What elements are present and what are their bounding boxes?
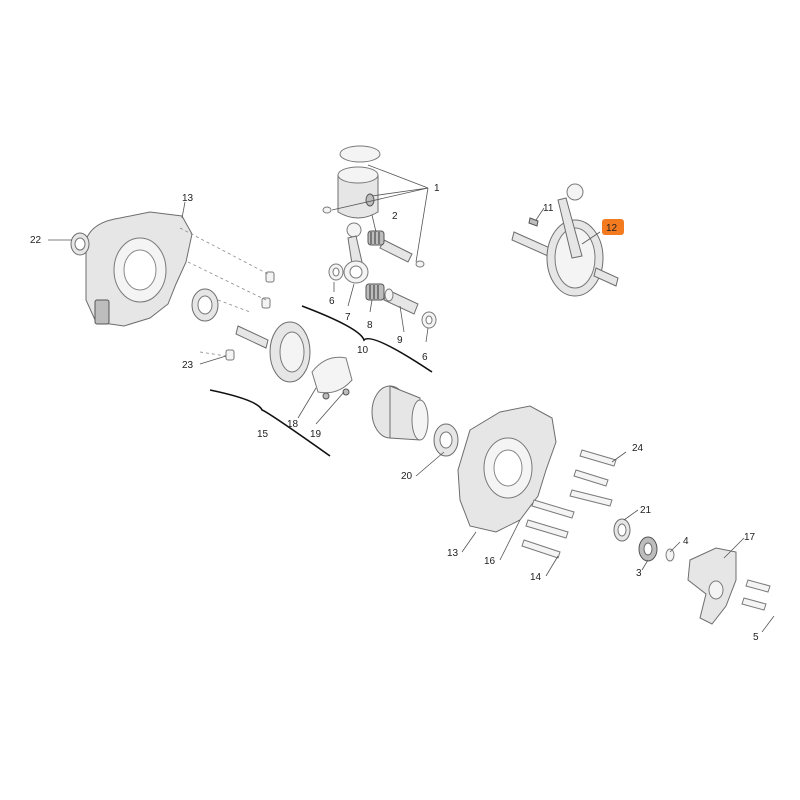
- callout-2[interactable]: 2: [392, 211, 398, 222]
- piston-pin[interactable]: [379, 239, 413, 263]
- clutch-drum-plate[interactable]: [269, 321, 311, 383]
- crankcase-bolts-14[interactable]: [521, 499, 575, 559]
- callout-7[interactable]: 7: [345, 312, 351, 323]
- callout-21[interactable]: 21: [640, 505, 652, 516]
- callout-15[interactable]: 15: [257, 429, 269, 440]
- callout-11[interactable]: 11: [543, 203, 554, 214]
- connecting-rod[interactable]: [343, 222, 369, 284]
- callout-5[interactable]: 5: [753, 632, 759, 643]
- callout-13-top[interactable]: 13: [182, 193, 194, 204]
- piston-ring[interactable]: [339, 145, 381, 163]
- clutch-shaft[interactable]: [235, 325, 269, 349]
- clutch-screws[interactable]: [322, 388, 350, 400]
- callout-10[interactable]: 10: [357, 345, 369, 356]
- callout-16[interactable]: 16: [484, 556, 496, 567]
- thrust-washer-right[interactable]: [421, 311, 437, 329]
- callout-17[interactable]: 17: [744, 532, 756, 543]
- callout-19[interactable]: 19: [310, 429, 322, 440]
- piston-pin-clip-right[interactable]: [415, 260, 425, 268]
- small-end-needle-bearing[interactable]: [367, 230, 385, 246]
- woodruff-key[interactable]: [528, 217, 539, 227]
- callout-22[interactable]: 22: [30, 235, 42, 246]
- conrod-group-brace: [301, 305, 433, 373]
- callout-3[interactable]: 3: [636, 568, 642, 579]
- callout-1[interactable]: 1: [434, 183, 440, 194]
- main-bearing-left[interactable]: [191, 288, 219, 322]
- big-end-needle-bearing[interactable]: [365, 283, 385, 301]
- callout-12[interactable]: 12: [606, 223, 618, 234]
- crankshaft-assembly[interactable]: [511, 183, 619, 297]
- thrust-washer-left[interactable]: [328, 263, 344, 281]
- callout-13-bottom[interactable]: 13: [447, 548, 459, 559]
- callout-8[interactable]: 8: [367, 320, 373, 331]
- piston[interactable]: [337, 166, 379, 219]
- clutch-bell[interactable]: [371, 385, 429, 441]
- callout-24[interactable]: 24: [632, 443, 644, 454]
- clutch-spring-plate[interactable]: [311, 356, 353, 394]
- crank-pin[interactable]: [383, 288, 419, 315]
- clutch-group-brace: [209, 389, 331, 457]
- callout-18[interactable]: 18: [287, 419, 299, 430]
- callout-6-right[interactable]: 6: [422, 352, 428, 363]
- callout-20[interactable]: 20: [401, 471, 413, 482]
- leader-lines: [48, 164, 775, 633]
- crankcase-right-half[interactable]: [457, 405, 557, 533]
- bracket-screws[interactable]: [741, 579, 771, 611]
- callout-14[interactable]: 14: [530, 572, 542, 583]
- highlight-box: [602, 219, 624, 235]
- oil-seal-left[interactable]: [70, 232, 90, 256]
- callout-6-left[interactable]: 6: [329, 296, 335, 307]
- callout-9[interactable]: 9: [397, 335, 403, 346]
- piston-pin-clip-left[interactable]: [322, 206, 332, 214]
- callout-4[interactable]: 4: [683, 536, 689, 547]
- main-bearing-right[interactable]: [433, 423, 459, 457]
- callout-23[interactable]: 23: [182, 360, 194, 371]
- o-ring[interactable]: [665, 548, 675, 562]
- crankcase-left-half[interactable]: [85, 211, 193, 327]
- oil-seal-right[interactable]: [613, 518, 631, 542]
- crankcase-bolts-24[interactable]: [569, 449, 617, 507]
- mounting-bracket[interactable]: [687, 547, 737, 625]
- worm-gear[interactable]: [638, 536, 658, 562]
- dowel-pins-left[interactable]: [225, 271, 275, 361]
